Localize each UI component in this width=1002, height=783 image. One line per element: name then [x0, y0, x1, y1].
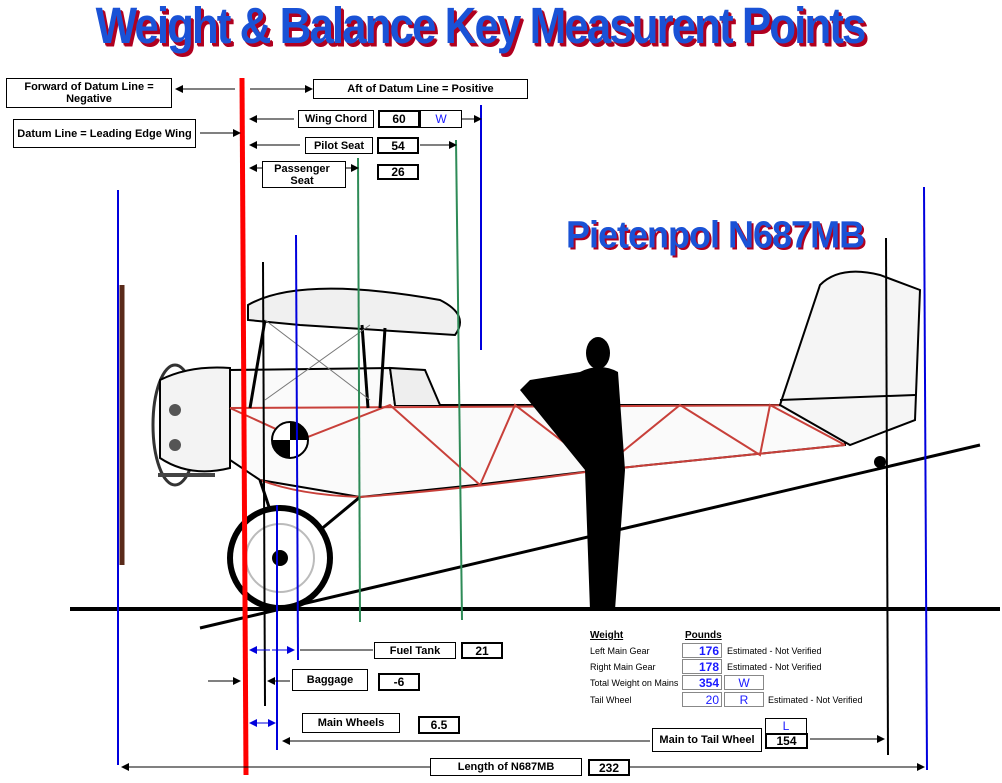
fuel-tank-value: 21 — [461, 642, 503, 659]
pilot-seat-value: 54 — [377, 137, 419, 154]
pounds-header: Pounds — [685, 630, 722, 641]
pilot-seat-line — [455, 139, 463, 621]
row-value: 176 — [682, 643, 722, 658]
passenger-seat-line — [357, 157, 361, 623]
row-value: 354 — [682, 675, 722, 690]
passenger-seat-label: Passenger Seat — [262, 161, 346, 188]
tail-reference-line — [923, 186, 928, 771]
aft-of-datum-label: Aft of Datum Line = Positive — [313, 79, 528, 99]
row-note: Estimated - Not Verified — [727, 646, 822, 656]
main-to-tail-value: 154 — [765, 733, 808, 749]
tail — [778, 270, 922, 468]
row-value: 20 — [682, 692, 722, 707]
row-note: Estimated - Not Verified — [768, 695, 863, 705]
baggage-value: -6 — [378, 673, 420, 691]
row-tag: R — [724, 692, 764, 707]
wing-chord-label: Wing Chord — [298, 110, 374, 128]
weight-header: Weight — [590, 630, 624, 641]
passenger-seat-value: 26 — [377, 164, 419, 180]
table-row: Total Weight on Mains 354 W — [590, 675, 880, 691]
table-row: Right Main Gear 178 Estimated - Not Veri… — [590, 659, 880, 675]
row-note: Estimated - Not Verified — [727, 662, 822, 672]
baggage-label: Baggage — [292, 669, 368, 691]
fuselage — [229, 366, 846, 499]
person-silhouette — [520, 337, 625, 610]
baggage-line — [262, 261, 266, 707]
row-label: Right Main Gear — [590, 662, 656, 672]
main-wheels-label: Main Wheels — [302, 713, 400, 733]
main-to-tail-label: Main to Tail Wheel — [652, 728, 762, 752]
pilot-seat-label: Pilot Seat — [305, 137, 373, 154]
page-title: Weight & Balance Key Measurent Points — [95, 0, 867, 55]
length-value: 232 — [588, 759, 630, 776]
row-label: Tail Wheel — [590, 695, 632, 705]
center-of-gravity-symbol — [271, 421, 309, 459]
fuel-tank-line — [295, 234, 299, 661]
length-label: Length of N687MB — [430, 758, 582, 776]
engine — [151, 363, 231, 487]
fuel-tank-label: Fuel Tank — [374, 642, 456, 659]
aircraft-name: Pietenpol N687MB — [566, 212, 865, 256]
tail-wheel-line — [885, 237, 889, 756]
table-row: Left Main Gear 176 Estimated - Not Verif… — [590, 643, 880, 659]
landing-gear — [227, 479, 361, 611]
row-label: Left Main Gear — [590, 646, 650, 656]
forward-of-datum-label: Forward of Datum Line = Negative — [6, 78, 172, 108]
wing-chord-value: 60 — [378, 110, 420, 128]
datum-line — [239, 77, 249, 776]
row-tag: W — [724, 675, 764, 690]
row-label: Total Weight on Mains — [590, 678, 679, 688]
main-wheels-value: 6.5 — [418, 716, 460, 734]
wing-chord-tag: W — [420, 110, 462, 128]
datum-line-label: Datum Line = Leading Edge Wing — [13, 119, 196, 148]
row-value: 178 — [682, 659, 722, 674]
main-to-tail-tag: L — [765, 718, 807, 734]
table-row: Tail Wheel 20 R Estimated - Not Verified — [590, 692, 880, 708]
